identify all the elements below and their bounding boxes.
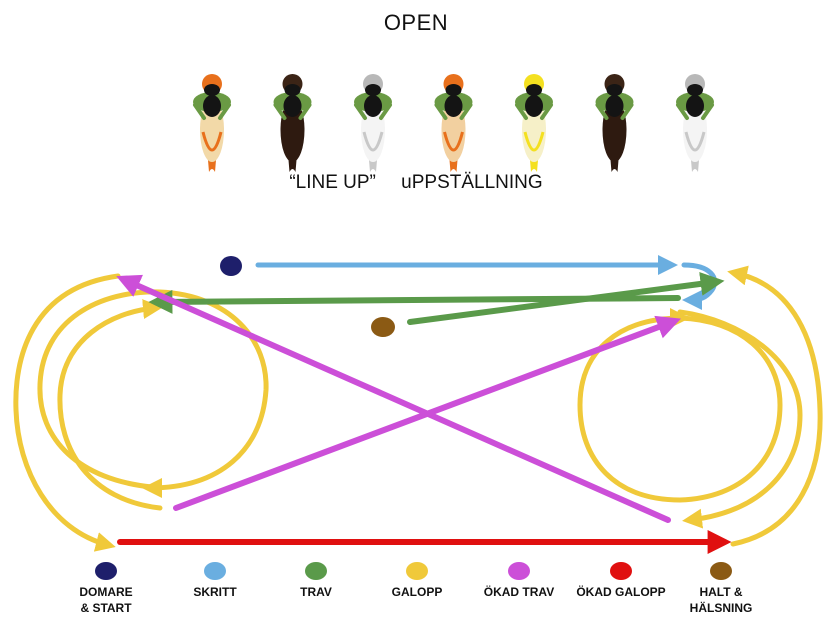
canter-outer-left-arc xyxy=(13,273,121,552)
rider-head xyxy=(445,84,462,96)
canter-left-inner-arc xyxy=(57,299,163,511)
rider-back xyxy=(525,95,543,117)
horse-mane-detail xyxy=(443,131,464,152)
legend-label-walk: SKRITT xyxy=(193,585,237,599)
horse-tail xyxy=(369,160,377,172)
rider-back xyxy=(605,95,624,117)
horse-5 xyxy=(515,74,553,172)
extended-trot-diagonal-2 xyxy=(173,315,681,511)
legend-dot-canter xyxy=(406,562,428,580)
legend-label-extended-trot: ÖKAD TRAV xyxy=(483,585,555,599)
horse-7 xyxy=(676,74,714,172)
rider-head xyxy=(526,84,542,96)
rider-arm-left xyxy=(434,103,448,120)
lineup-horses xyxy=(193,74,714,172)
legend-item-extended-canter: ÖKAD GALOPP xyxy=(566,562,676,600)
horse-4 xyxy=(434,74,473,172)
legend-label-trot: TRAV xyxy=(300,585,332,599)
rider-back xyxy=(444,95,463,117)
rider-arm-right xyxy=(620,103,634,120)
horse-3 xyxy=(354,74,392,172)
legend-dot-extended-trot xyxy=(508,562,530,580)
horse-mane-detail xyxy=(201,131,223,152)
legend-dot-start xyxy=(95,562,117,580)
legend-label-extended-canter: ÖKAD GALOPP xyxy=(576,585,666,599)
horse-6 xyxy=(595,74,634,172)
horse-mane-detail xyxy=(282,131,303,152)
horse-tail xyxy=(691,160,699,172)
legend-item-canter: GALOPP xyxy=(362,562,472,600)
legend: DOMARE & START SKRITT TRAV GALOPP ÖKAD T… xyxy=(0,562,832,625)
legend-item-halt: HALT & HÄLSNING xyxy=(666,562,776,616)
rider-arm-right xyxy=(701,103,714,120)
legend-item-extended-trot: ÖKAD TRAV xyxy=(464,562,574,600)
canter-right-inner-arc xyxy=(677,309,803,529)
legend-item-walk: SKRITT xyxy=(160,562,270,600)
legend-item-trot: TRAV xyxy=(261,562,371,600)
horse-mane-detail xyxy=(523,131,545,152)
rider-arm-right xyxy=(540,103,553,120)
walk-paths xyxy=(255,255,718,310)
horse-tail xyxy=(208,160,216,172)
rider-arm-left xyxy=(193,103,206,120)
rider-head xyxy=(284,84,301,96)
trot-paths xyxy=(148,271,725,325)
rider-back xyxy=(283,95,302,117)
legend-item-start: DOMARE & START xyxy=(51,562,161,616)
horse-mane-detail xyxy=(684,131,706,152)
horse-1 xyxy=(193,74,231,172)
rider-back xyxy=(364,95,382,117)
canter-outer-right-arc xyxy=(727,265,823,547)
rider-arm-left xyxy=(676,103,689,120)
rider-arm-right xyxy=(379,103,392,120)
horse-tail xyxy=(530,160,538,172)
horse-tail xyxy=(288,160,297,172)
legend-label-canter: GALOPP xyxy=(391,585,443,599)
extended-trot-paths xyxy=(116,274,681,523)
rider-head xyxy=(365,84,381,96)
lineup-label-sv: uPPSTÄLLNING xyxy=(401,172,543,193)
rider-arm-right xyxy=(298,103,312,120)
rider-arm-right xyxy=(218,103,231,120)
horse-tail xyxy=(610,160,619,172)
lineup-caption: “LINE UP” uPPSTÄLLNING xyxy=(0,172,832,194)
legend-dot-extended-canter xyxy=(610,562,632,580)
legend-label-start: DOMARE & START xyxy=(79,585,133,615)
legend-dot-trot xyxy=(305,562,327,580)
trot-diagonal-to-halt xyxy=(407,271,725,325)
extended-trot-diagonal-1 xyxy=(116,274,671,523)
horse-mane-detail xyxy=(362,131,384,152)
legend-dot-halt xyxy=(710,562,732,580)
diagram-title: OPEN xyxy=(383,10,449,35)
rider-back xyxy=(203,95,221,117)
rider-arm-left xyxy=(515,103,528,120)
rider-back xyxy=(686,95,704,117)
halt-point-marker xyxy=(371,317,395,337)
legend-label-halt: HALT & HÄLSNING xyxy=(689,585,753,615)
legend-dot-walk xyxy=(204,562,226,580)
rider-arm-left xyxy=(595,103,609,120)
test-pattern-diagram xyxy=(13,74,823,554)
rider-arm-left xyxy=(354,103,367,120)
lineup-label-en: “LINE UP” xyxy=(289,172,376,193)
rider-head xyxy=(687,84,703,96)
horse-2 xyxy=(273,74,312,172)
canter-right-circle xyxy=(577,308,783,503)
start-point-marker xyxy=(220,256,242,276)
rider-arm-right xyxy=(459,103,473,120)
rider-head xyxy=(204,84,220,96)
rider-arm-left xyxy=(273,103,287,120)
rider-head xyxy=(606,84,623,96)
horse-tail xyxy=(449,160,458,172)
horse-mane-detail xyxy=(604,131,625,152)
